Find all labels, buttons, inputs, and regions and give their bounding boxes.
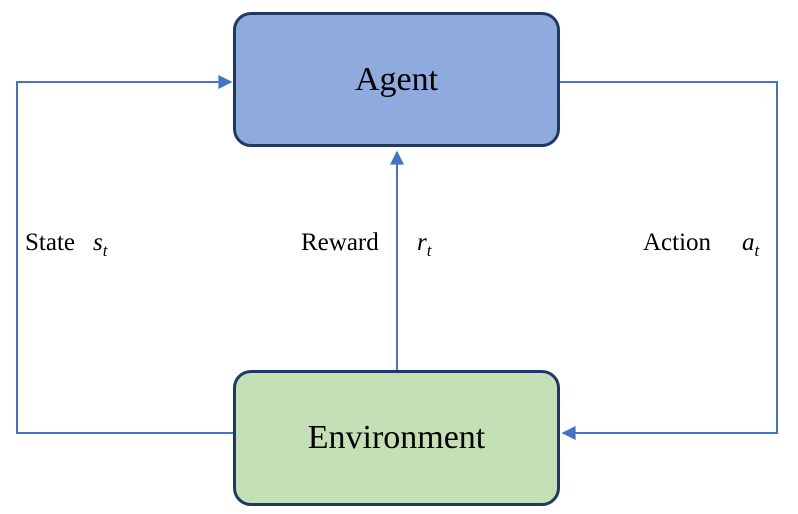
environment-node-label: Environment bbox=[307, 419, 486, 456]
agent-node-label: Agent bbox=[354, 60, 439, 98]
reward-symbol: rt bbox=[417, 229, 432, 260]
action-arrow bbox=[560, 81, 778, 440]
state-subscript: t bbox=[102, 241, 108, 260]
action-word: Action bbox=[643, 229, 712, 256]
action-label: Action at bbox=[643, 228, 760, 260]
state-arrow bbox=[16, 75, 233, 434]
reward-subscript: t bbox=[426, 241, 432, 260]
environment-node: Environment bbox=[233, 370, 560, 506]
action-symbol: at bbox=[742, 229, 760, 260]
reward-label: Reward bbox=[301, 228, 379, 258]
reward-symbol-label: rt bbox=[417, 228, 432, 260]
agent-node: Agent bbox=[233, 12, 560, 147]
action-subscript: t bbox=[754, 241, 760, 260]
state-symbol: st bbox=[93, 229, 108, 260]
state-word: State bbox=[25, 229, 75, 256]
reward-word: Reward bbox=[301, 229, 379, 256]
